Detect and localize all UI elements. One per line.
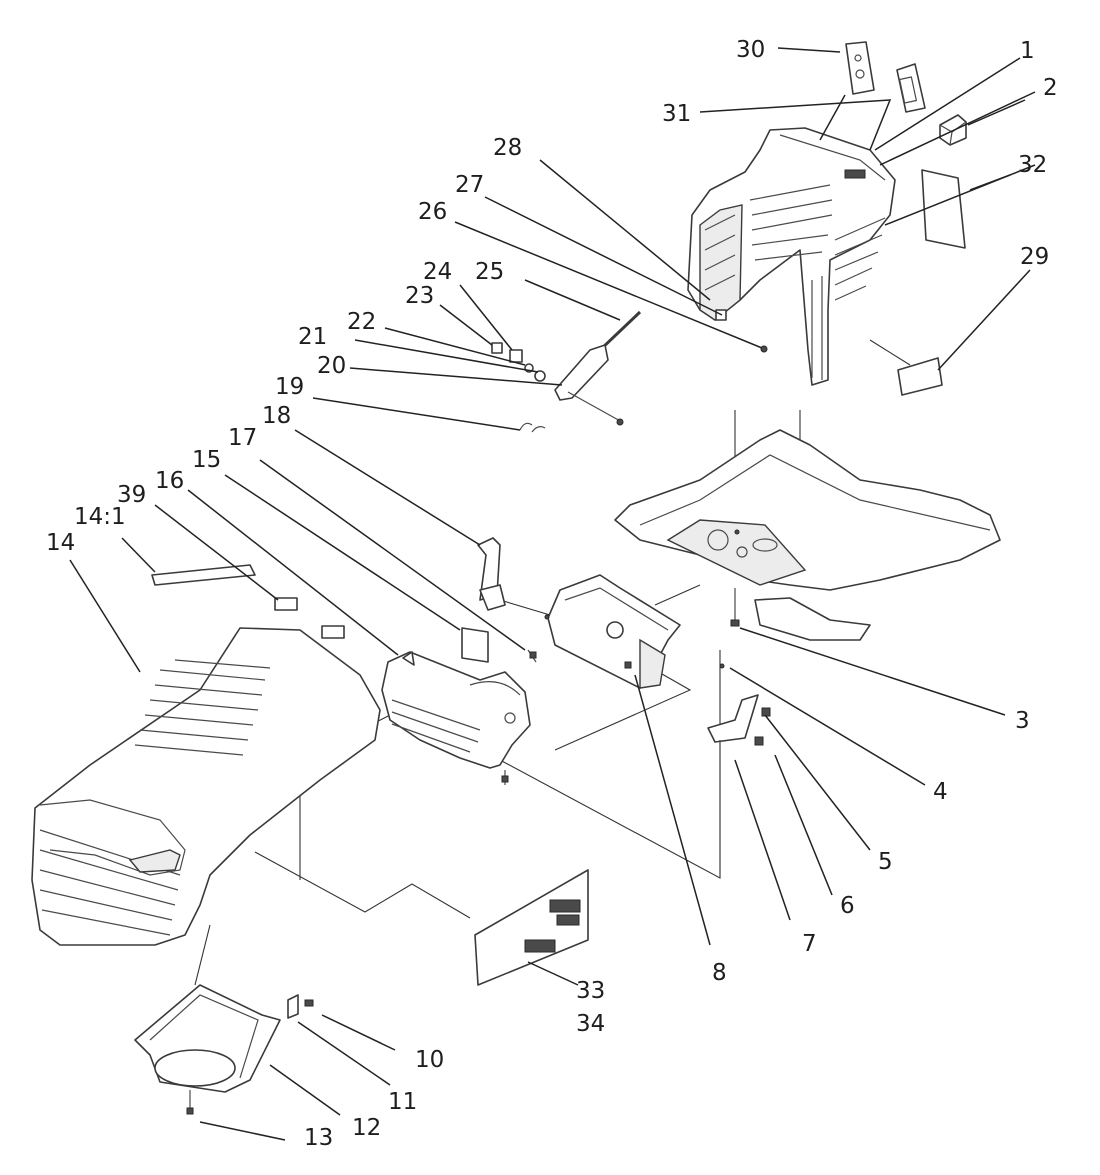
callout-15: 15 [192, 447, 221, 473]
part-39 [274, 597, 298, 611]
part-23 [491, 342, 503, 354]
bracket-part-18 [477, 537, 506, 611]
air-funnel-part-12 [134, 984, 314, 1115]
callout-33: 33 [576, 978, 605, 1004]
callout-26: 26 [418, 199, 447, 225]
screw-part-17 [527, 649, 537, 663]
callout-31: 31 [662, 101, 691, 127]
callout-6: 6 [840, 893, 855, 919]
callout-17: 17 [228, 425, 257, 451]
decal-32 [921, 169, 966, 249]
callout-19: 19 [275, 374, 304, 400]
part-24 [509, 349, 523, 363]
callout-27: 27 [455, 172, 484, 198]
callout-3: 3 [1015, 708, 1030, 734]
callout-32: 32 [1018, 152, 1047, 178]
decal-15 [461, 627, 489, 663]
callout-23: 23 [405, 283, 434, 309]
decal-30 [845, 41, 875, 95]
hood-part-14 [31, 564, 381, 946]
leader-lines [69, 47, 1036, 1141]
part-26 [760, 345, 768, 353]
callout-25: 25 [475, 259, 504, 285]
dash-panel-part-8 [544, 574, 681, 689]
callout-21: 21 [298, 324, 327, 350]
steering-assembly [491, 309, 768, 433]
decal-29 [897, 357, 943, 396]
callout-18: 18 [262, 403, 291, 429]
callout-13: 13 [304, 1125, 333, 1151]
grille-assembly [381, 627, 531, 785]
callout-4: 4 [933, 779, 948, 805]
callout-11: 11 [388, 1089, 417, 1115]
part-39b [321, 625, 345, 639]
callout-29: 29 [1020, 244, 1049, 270]
callout-1: 1 [1020, 38, 1035, 64]
callout-39: 39 [117, 482, 146, 508]
callout-8: 8 [712, 960, 727, 986]
callout-14: 14 [46, 530, 75, 556]
callout-16: 16 [155, 468, 184, 494]
footrest-platform [614, 429, 1001, 641]
callout-7: 7 [802, 931, 817, 957]
callout-22: 22 [347, 309, 376, 335]
callout-10: 10 [415, 1047, 444, 1073]
side-decal-33-34 [474, 869, 589, 986]
bolt-part-3 [730, 588, 740, 627]
decal-14-1 [151, 564, 256, 586]
fender-assembly [687, 127, 896, 386]
callout-28: 28 [493, 135, 522, 161]
callout-labels: 30 1 2 31 32 28 27 26 29 24 25 23 22 21 … [46, 37, 1058, 1151]
callout-30: 30 [736, 37, 765, 63]
callout-14-1: 14:1 [74, 504, 126, 530]
callout-2: 2 [1043, 75, 1058, 101]
part-21 [534, 370, 546, 382]
fender-decals [845, 41, 966, 396]
part-10 [304, 999, 314, 1007]
callout-34: 34 [576, 1011, 605, 1037]
part-11 [287, 994, 299, 1019]
callout-20: 20 [317, 353, 346, 379]
callout-5: 5 [878, 849, 893, 875]
callout-24: 24 [423, 259, 452, 285]
callout-12: 12 [352, 1115, 381, 1141]
